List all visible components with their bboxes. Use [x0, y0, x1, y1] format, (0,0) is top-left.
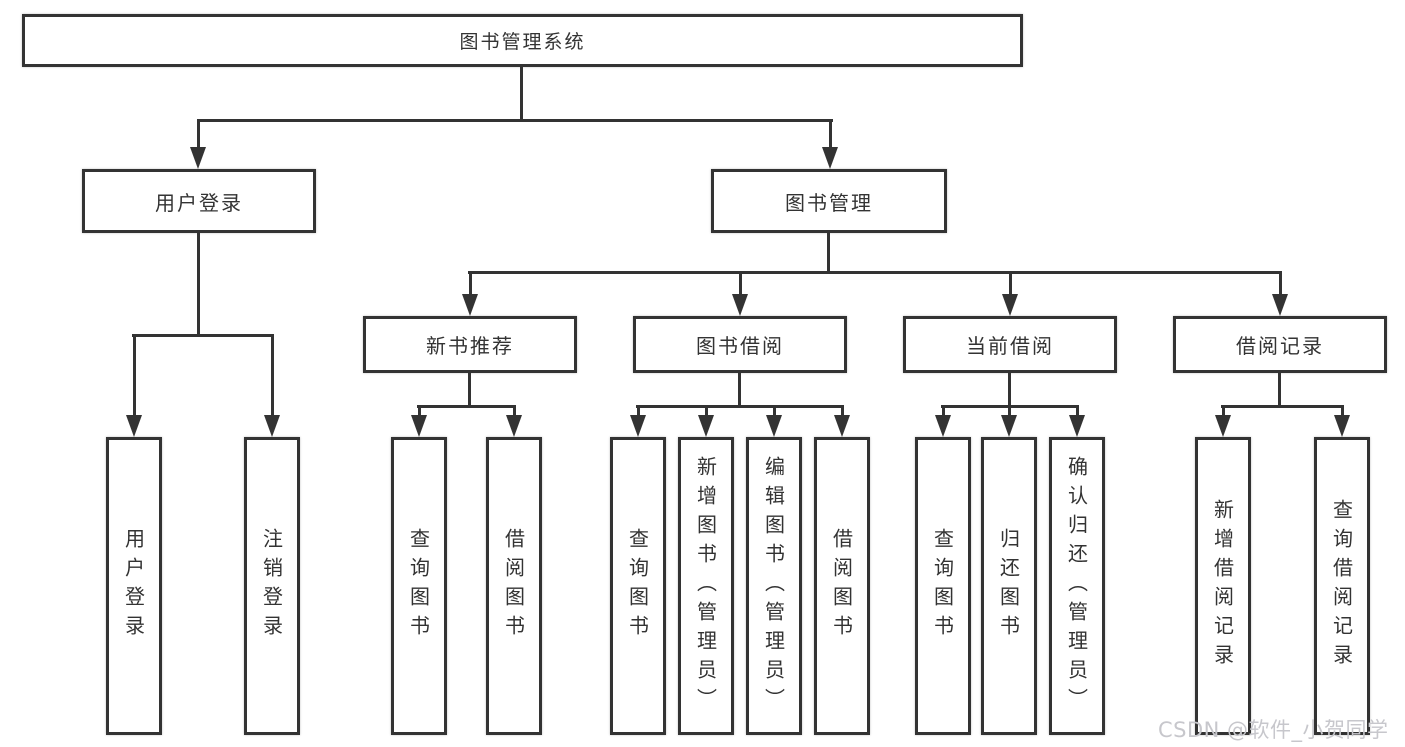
leaf-query-books: 查询图书 [915, 437, 971, 735]
arrow-down-icon [766, 405, 782, 437]
leaf-label: 编辑图书（管理员） [761, 455, 786, 717]
connector-line [197, 119, 833, 122]
node-new-book-recommend: 新书推荐 [363, 316, 577, 373]
arrow-down-icon [1215, 405, 1231, 437]
arrow-down-icon [190, 119, 206, 169]
leaf-query-books: 查询图书 [391, 437, 447, 735]
leaf-label: 确认归还（管理员） [1064, 455, 1089, 717]
leaf-label: 查询图书 [625, 528, 650, 644]
arrow-down-icon [1272, 271, 1288, 316]
connector-line [1221, 405, 1344, 408]
leaf-query-borrow-record: 查询借阅记录 [1314, 437, 1370, 735]
arrow-down-icon [822, 119, 838, 169]
node-label: 图书借阅 [696, 334, 784, 358]
node-borrow-records: 借阅记录 [1173, 316, 1387, 373]
connector-line [197, 233, 200, 334]
arrow-down-icon [630, 405, 646, 437]
node-label: 用户登录 [155, 190, 243, 215]
arrow-down-icon [1001, 405, 1017, 437]
arrow-down-icon [264, 334, 280, 437]
node-label: 图书管理系统 [459, 31, 586, 53]
connector-line [1008, 373, 1011, 405]
watermark: CSDN @软件_小贺同学 [1158, 718, 1389, 742]
connector-line [738, 373, 741, 405]
leaf-borrow-books: 借阅图书 [486, 437, 542, 735]
node-label: 当前借阅 [966, 334, 1054, 358]
arrow-down-icon [1002, 271, 1018, 316]
leaf-edit-books-admin: 编辑图书（管理员） [746, 437, 802, 735]
leaf-query-books: 查询图书 [610, 437, 666, 735]
leaf-label: 查询图书 [406, 528, 431, 644]
arrow-down-icon [506, 405, 522, 437]
node-current-borrowing: 当前借阅 [903, 316, 1117, 373]
arrow-down-icon [834, 405, 850, 437]
leaf-label: 查询图书 [930, 528, 955, 644]
connector-line [468, 271, 1282, 274]
arrow-down-icon [126, 334, 142, 437]
leaf-confirm-return-admin: 确认归还（管理员） [1049, 437, 1105, 735]
arrow-down-icon [935, 405, 951, 437]
node-book-borrowing: 图书借阅 [633, 316, 847, 373]
arrow-down-icon [1334, 405, 1350, 437]
arrow-down-icon [698, 405, 714, 437]
arrow-down-icon [462, 271, 478, 316]
node-label: 借阅记录 [1236, 334, 1324, 358]
connector-line [636, 405, 844, 408]
node-label: 图书管理 [785, 190, 873, 215]
leaf-add-borrow-record: 新增借阅记录 [1195, 437, 1251, 735]
connector-line [132, 334, 274, 337]
leaf-logout: 注销登录 [244, 437, 300, 735]
leaf-label: 借阅图书 [501, 528, 526, 644]
leaf-label: 新增图书（管理员） [693, 455, 718, 717]
connector-line [520, 67, 523, 119]
node-label: 新书推荐 [426, 334, 514, 358]
leaf-label: 注销登录 [259, 528, 284, 644]
arrow-down-icon [1069, 405, 1085, 437]
connector-line [468, 373, 471, 405]
connector-line [1278, 373, 1281, 405]
arrow-down-icon [732, 271, 748, 316]
leaf-user-login: 用户登录 [106, 437, 162, 735]
node-user-login: 用户登录 [82, 169, 316, 233]
connector-line [417, 405, 516, 408]
leaf-borrow-books: 借阅图书 [814, 437, 870, 735]
leaf-add-books-admin: 新增图书（管理员） [678, 437, 734, 735]
leaf-label: 查询借阅记录 [1329, 499, 1354, 673]
leaf-return-books: 归还图书 [981, 437, 1037, 735]
connector-line [827, 233, 830, 271]
node-book-management: 图书管理 [711, 169, 947, 233]
leaf-label: 归还图书 [996, 528, 1021, 644]
leaf-label: 借阅图书 [829, 528, 854, 644]
leaf-label: 新增借阅记录 [1210, 499, 1235, 673]
node-library-system: 图书管理系统 [22, 14, 1023, 67]
leaf-label: 用户登录 [121, 528, 146, 644]
arrow-down-icon [411, 405, 427, 437]
